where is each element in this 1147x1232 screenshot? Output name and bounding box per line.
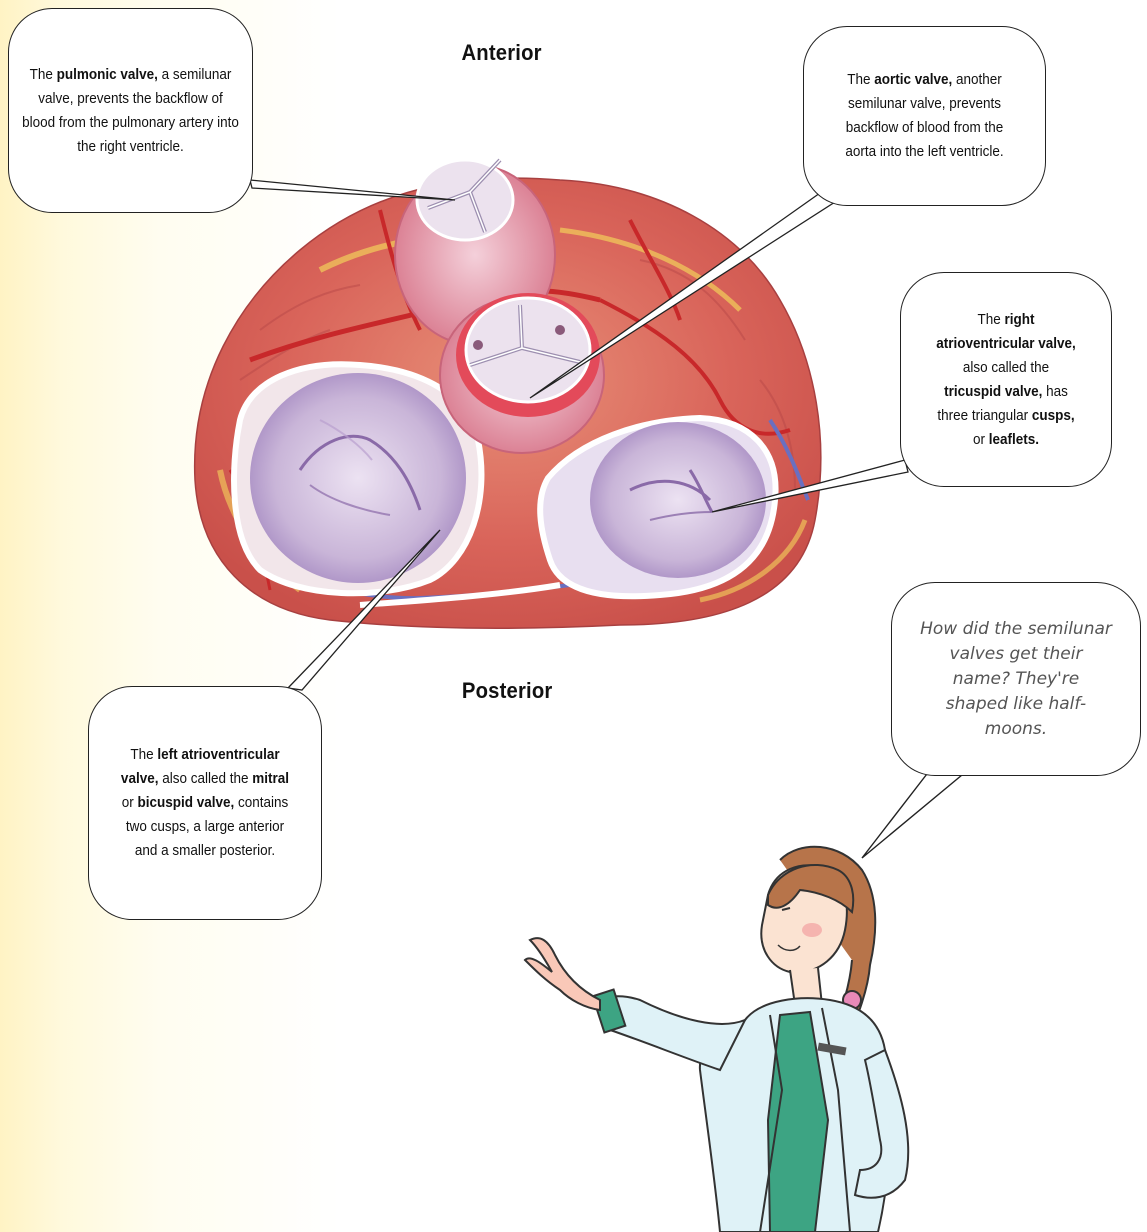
tricuspid-valve — [590, 422, 766, 578]
posterior-label: Posterior — [462, 678, 553, 704]
mitral-valve-text: The left atrioventricular valve, also ca… — [101, 743, 310, 863]
pulmonic-valve-text: The pulmonic valve, a semilunar valve, p… — [21, 63, 240, 159]
tricuspid-valve-callout: The right atrioventricular valve, also c… — [900, 272, 1112, 487]
mitral-valve — [250, 373, 466, 583]
aortic-valve-text: The aortic valve, another semilunar valv… — [816, 68, 1033, 164]
speech-bubble: How did the semilunar valves get their n… — [891, 582, 1141, 776]
anterior-label: Anterior — [461, 40, 541, 66]
speech-bubble-text: How did the semilunar valves get their n… — [892, 617, 1140, 742]
pulmonic-valve-callout: The pulmonic valve, a semilunar valve, p… — [8, 8, 253, 213]
speech-bubble-tail — [862, 770, 968, 858]
doctor-character — [525, 847, 908, 1232]
aortic-valve-callout: The aortic valve, another semilunar valv… — [803, 26, 1046, 206]
mitral-valve-callout: The left atrioventricular valve, also ca… — [88, 686, 322, 920]
tricuspid-valve-text: The right atrioventricular valve, also c… — [912, 308, 1101, 452]
